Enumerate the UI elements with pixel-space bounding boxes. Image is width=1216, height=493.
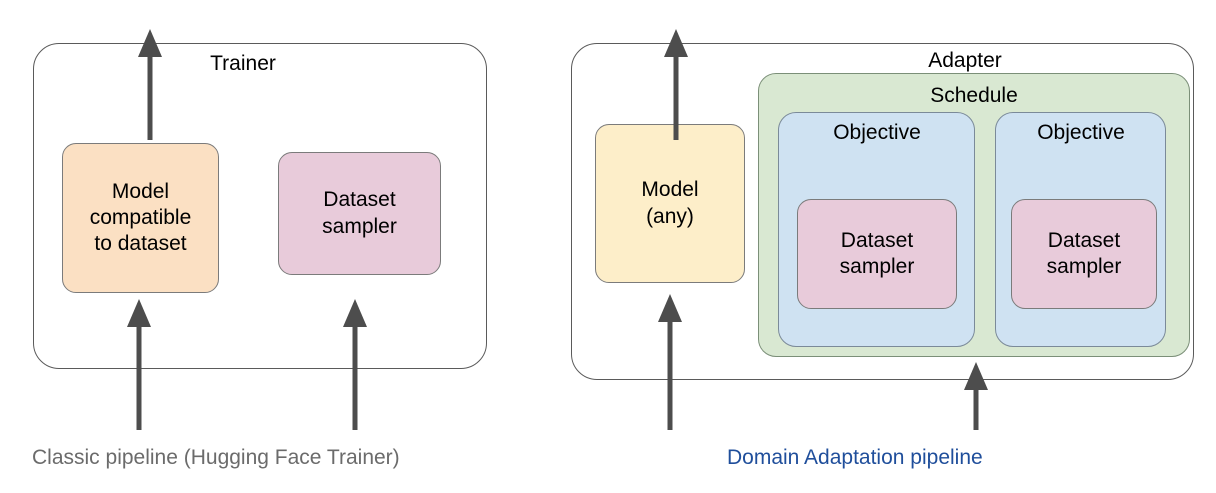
adapter-label: Adapter — [928, 49, 1002, 72]
dataset-sampler-label: Dataset sampler — [322, 188, 397, 238]
schedule-label: Schedule — [930, 84, 1018, 107]
classic-pipeline-caption: Classic pipeline (Hugging Face Trainer) — [32, 446, 400, 469]
objective-2-dataset-sampler-label: Dataset sampler — [1046, 228, 1122, 278]
dataset-sampler-box[interactable]: Dataset sampler — [278, 152, 441, 275]
objective-label-2: Objective — [1037, 121, 1125, 144]
objective-1-dataset-sampler-label: Dataset sampler — [839, 228, 915, 278]
classic-pipeline-panel: Trainer Model compatible to dataset Data… — [0, 0, 540, 493]
objective-label-1: Objective — [833, 121, 921, 144]
model-compatible-box[interactable]: Model compatible to dataset — [62, 143, 219, 293]
model-compatible-label: Model compatible to dataset — [89, 179, 192, 256]
objective-1-dataset-sampler-box[interactable]: Dataset sampler — [797, 199, 957, 309]
model-any-box[interactable]: Model (any) — [595, 124, 745, 283]
model-any-label: Model (any) — [641, 178, 699, 228]
objective-2-dataset-sampler-box[interactable]: Dataset sampler — [1011, 199, 1157, 309]
trainer-label: Trainer — [210, 52, 276, 75]
domain-adaptation-caption: Domain Adaptation pipeline — [727, 446, 983, 469]
